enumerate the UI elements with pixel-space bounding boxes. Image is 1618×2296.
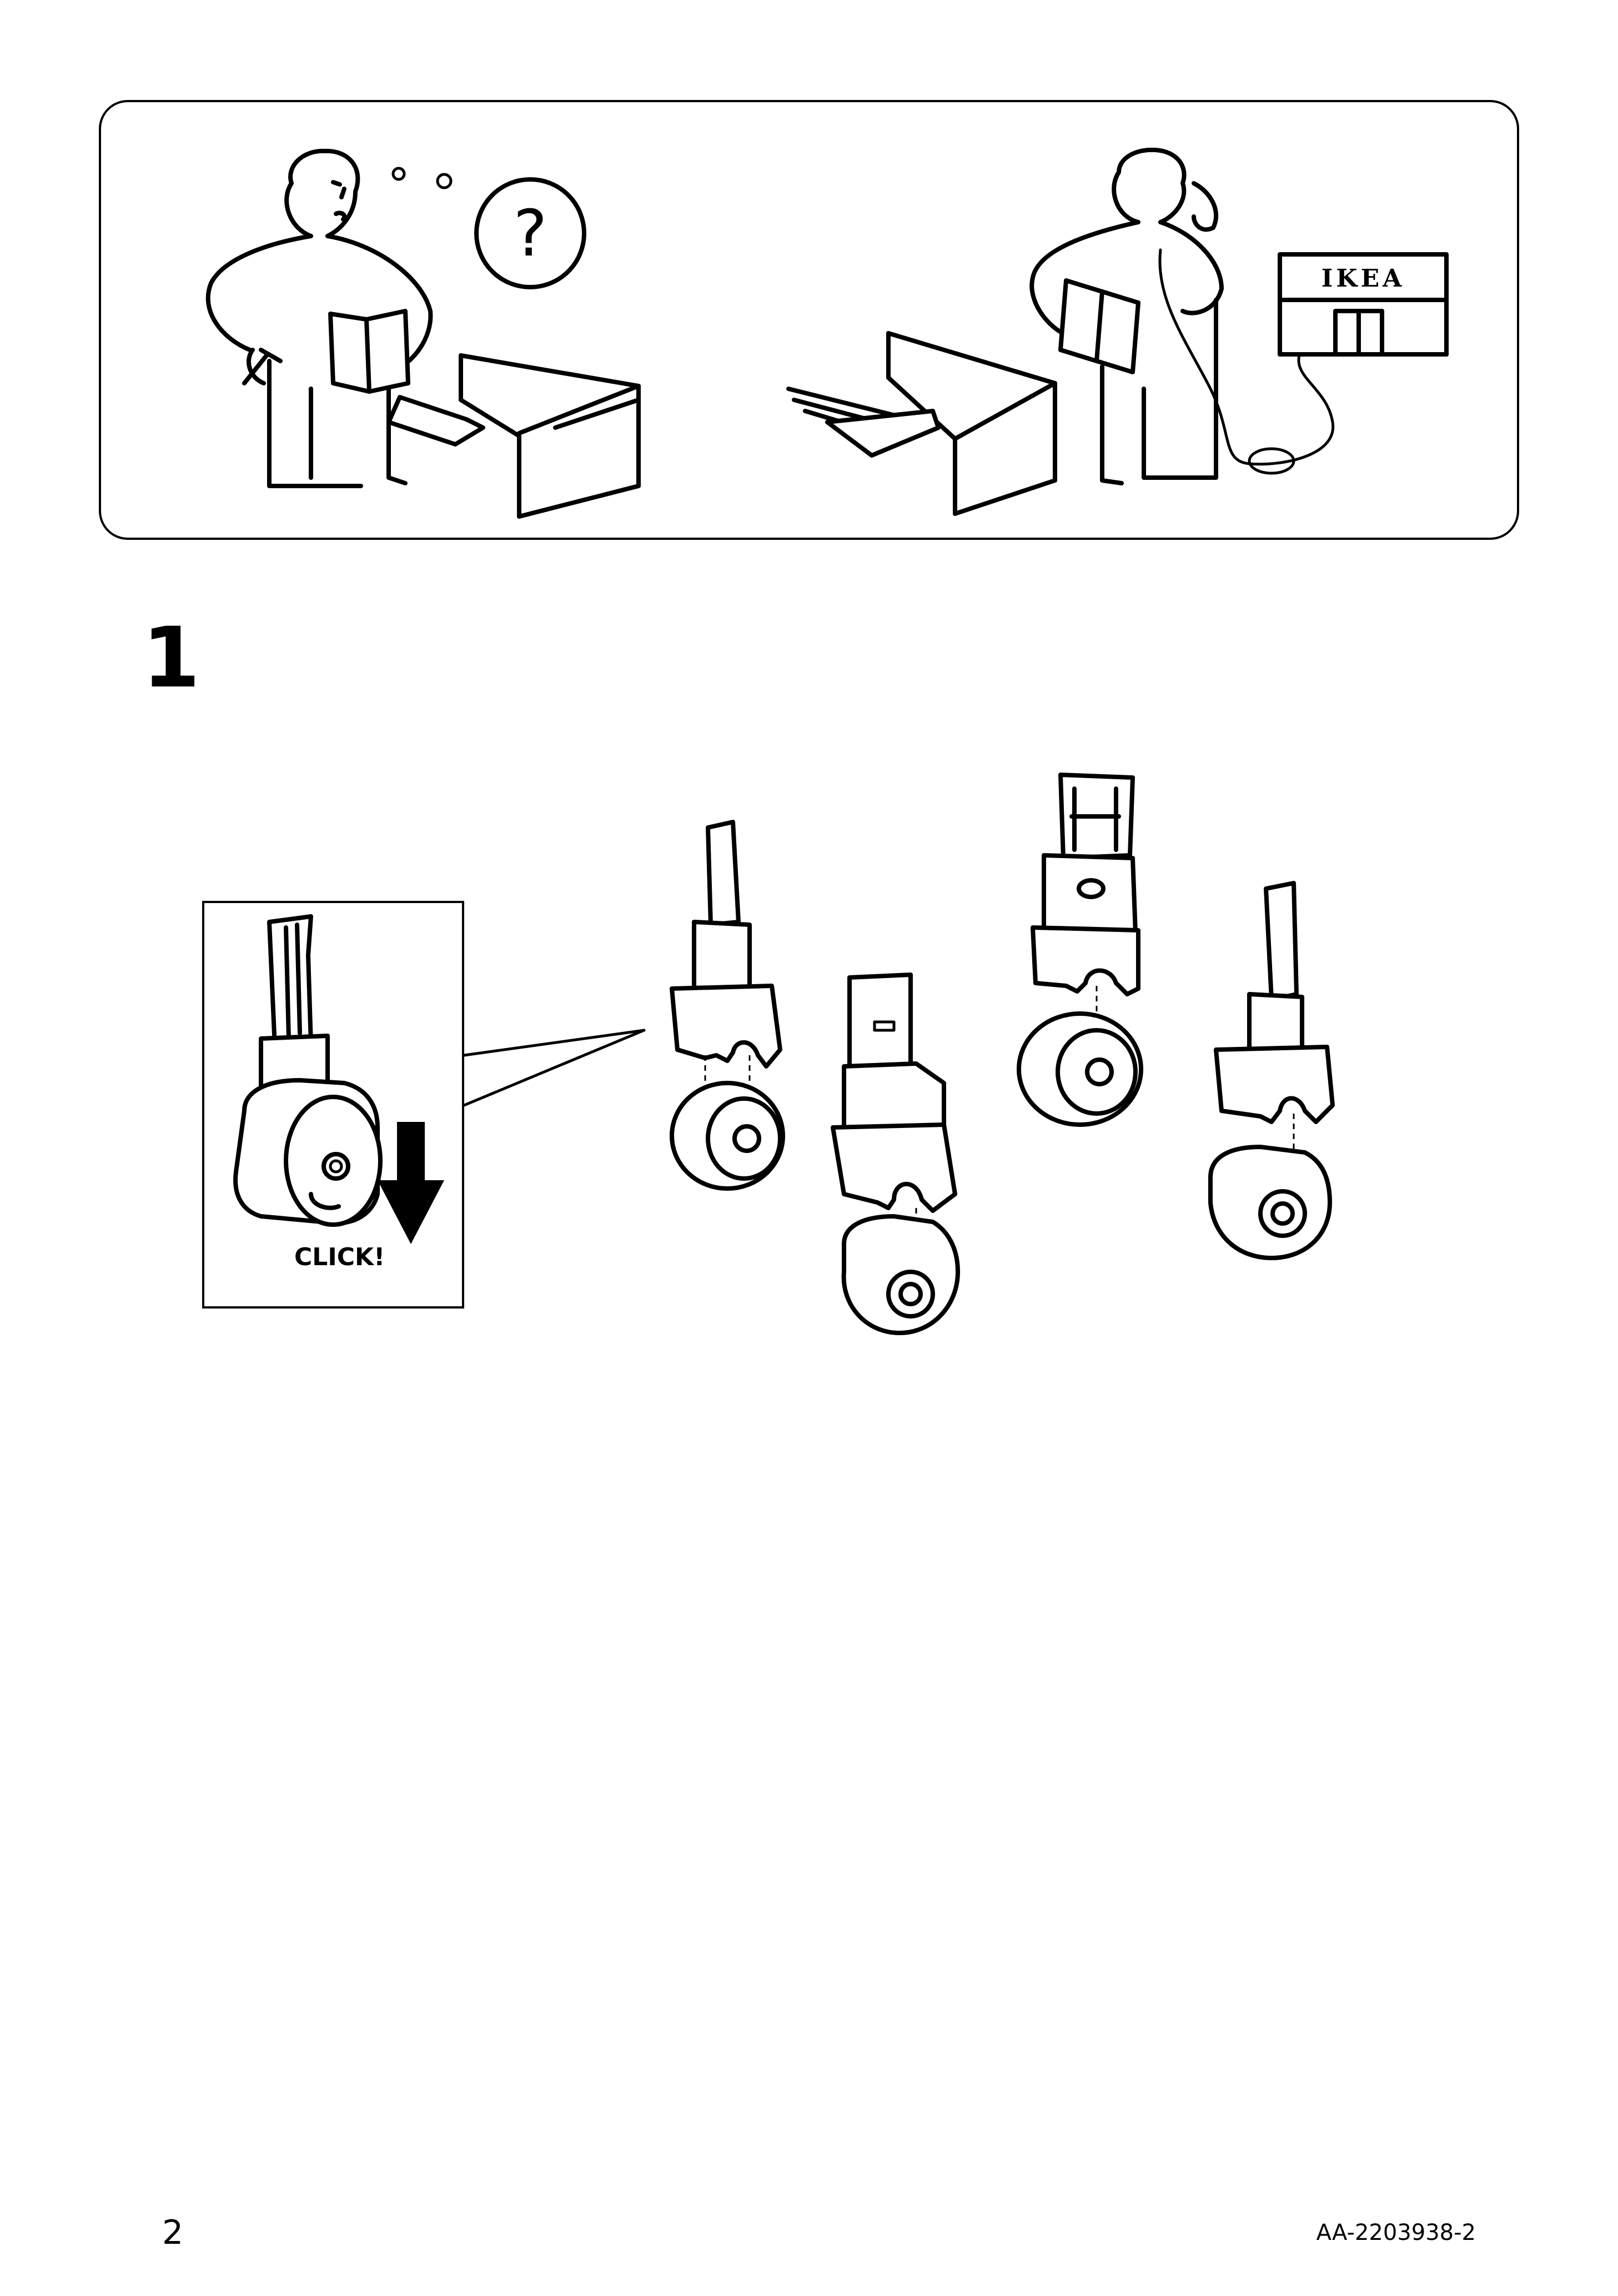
- store-sign-text: IKEA: [1321, 264, 1405, 293]
- caster-4: [1208, 881, 1335, 1260]
- person-on-phone-icon: [1029, 147, 1335, 485]
- click-label: CLICK!: [294, 1243, 385, 1271]
- caster-1: [670, 820, 785, 1191]
- question-bubble-icon: [474, 177, 586, 289]
- detail-illustration: [233, 773, 1335, 1335]
- arrow-down-icon: [378, 1122, 444, 1244]
- step-number: 1: [142, 610, 200, 706]
- ikea-store-icon: [1278, 252, 1449, 357]
- document-code: AA-2203938-2: [1316, 2220, 1476, 2245]
- inset-caster: [233, 914, 383, 1227]
- help-panel: [99, 100, 1519, 540]
- page-number: 2: [162, 2213, 184, 2252]
- help-illustration: ? IKEA: [205, 147, 1449, 519]
- caster-2: [831, 972, 960, 1335]
- confused-person-icon: [205, 148, 433, 488]
- caster-3: [1017, 773, 1143, 1127]
- question-glyph: ?: [513, 197, 547, 271]
